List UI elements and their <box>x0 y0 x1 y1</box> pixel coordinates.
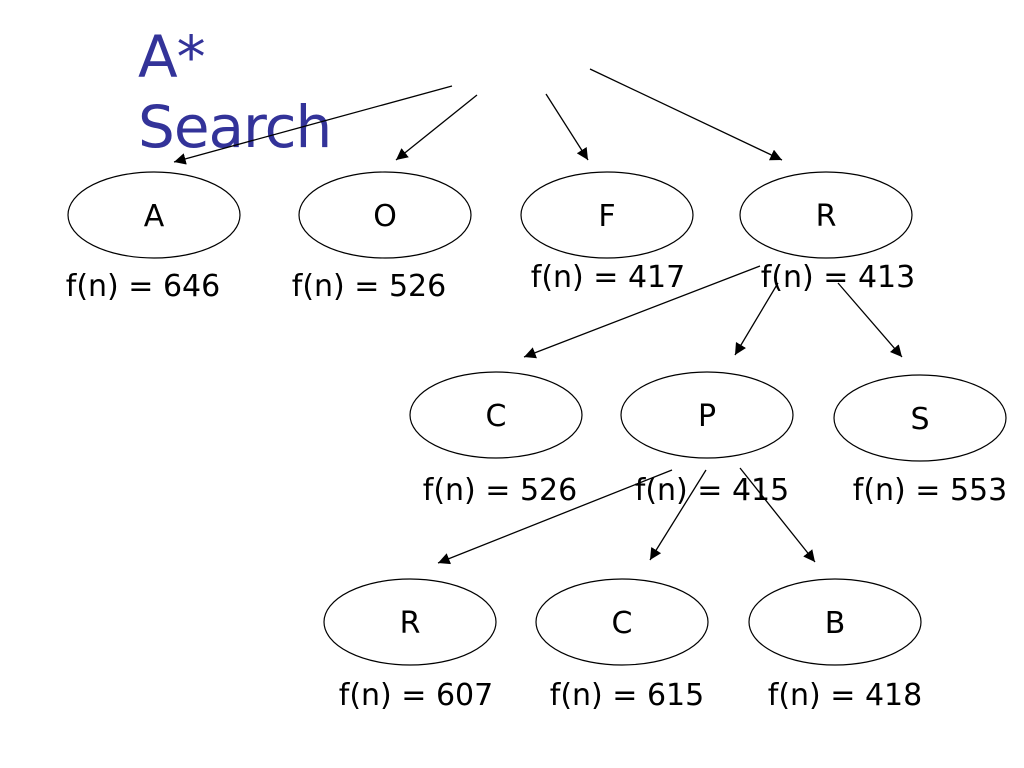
node-label: F <box>598 199 615 234</box>
tree-node-s: Sf(n) = 553 <box>833 374 1007 508</box>
edge-r-to-c1 <box>523 265 761 359</box>
node-label: R <box>816 199 837 234</box>
node-ellipse <box>833 374 1007 462</box>
node-label: S <box>910 402 929 437</box>
edge-r-to-p <box>734 282 779 356</box>
node-ellipse <box>323 578 497 666</box>
edge-root-to-o <box>395 94 478 161</box>
edge-root-to-r <box>589 68 783 161</box>
tree-node-p: Pf(n) = 415 <box>620 371 794 508</box>
node-f-value: f(n) = 646 <box>66 269 220 304</box>
node-label: R <box>400 606 421 641</box>
title-line-1: A* <box>138 23 206 91</box>
edge-p-to-b <box>739 467 816 563</box>
tree-node-c1: Cf(n) = 526 <box>409 371 583 508</box>
edges-layer <box>173 68 903 565</box>
node-ellipse <box>535 578 709 666</box>
node-label: C <box>612 606 633 641</box>
tree-node-a: Af(n) = 646 <box>66 171 241 304</box>
edge-r-to-s <box>837 282 903 358</box>
node-ellipse <box>739 171 913 259</box>
tree-node-r2: Rf(n) = 607 <box>323 578 497 713</box>
node-f-value: f(n) = 526 <box>292 269 446 304</box>
node-ellipse <box>520 171 694 259</box>
edge-p-to-r2 <box>437 469 673 565</box>
node-ellipse <box>748 578 922 666</box>
tree-node-f: Ff(n) = 417 <box>520 171 694 295</box>
edge-root-to-a <box>173 85 453 165</box>
node-label: A <box>144 199 165 234</box>
node-f-value: f(n) = 413 <box>761 260 915 295</box>
node-label: O <box>373 199 397 234</box>
node-f-value: f(n) = 615 <box>550 678 704 713</box>
node-f-value: f(n) = 553 <box>853 473 1007 508</box>
node-ellipse <box>409 371 583 459</box>
tree-node-b: Bf(n) = 418 <box>748 578 922 713</box>
node-f-value: f(n) = 607 <box>339 678 493 713</box>
tree-node-r: Rf(n) = 413 <box>739 171 915 295</box>
edge-root-to-f <box>545 93 589 161</box>
tree-node-o: Of(n) = 526 <box>292 171 472 304</box>
node-ellipse <box>298 171 472 259</box>
node-label: C <box>486 399 507 434</box>
node-f-value: f(n) = 418 <box>768 678 922 713</box>
node-label: B <box>825 606 846 641</box>
tree-node-c2: Cf(n) = 615 <box>535 578 709 713</box>
node-ellipse <box>620 371 794 459</box>
node-ellipse <box>67 171 241 259</box>
node-f-value: f(n) = 526 <box>423 473 577 508</box>
node-f-value: f(n) = 415 <box>635 473 789 508</box>
node-label: P <box>698 399 716 434</box>
edge-p-to-c2 <box>649 469 707 561</box>
node-f-value: f(n) = 417 <box>531 260 685 295</box>
